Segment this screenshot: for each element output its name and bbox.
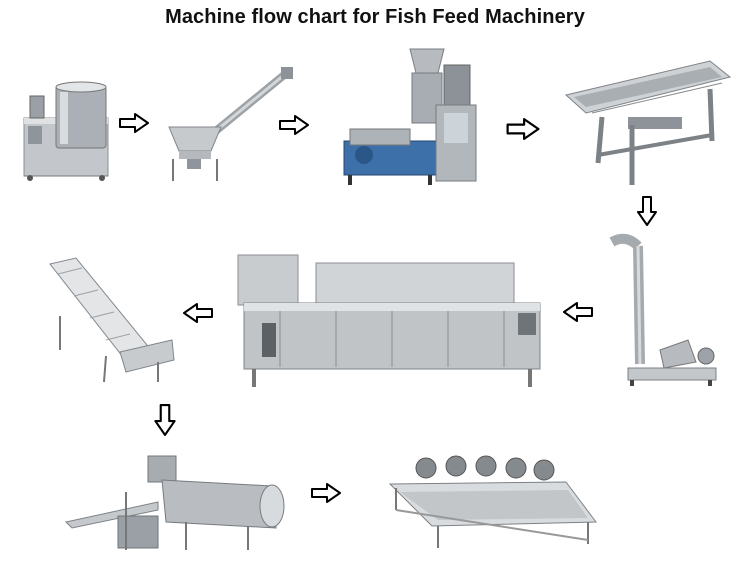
flow-arrow-left [181, 303, 215, 323]
cooling-conveyor-icon [388, 455, 597, 548]
coating-drum-machine [62, 452, 288, 554]
screw-conveyor-icon [168, 67, 293, 181]
flow-arrow-down [153, 404, 177, 436]
dryer-machine [232, 247, 546, 389]
screw-conveyor-machine [165, 65, 295, 183]
vibrating-screen-icon [564, 60, 732, 185]
cooling-conveyor-machine [382, 452, 604, 552]
flow-arrow-right [503, 118, 543, 140]
dryer-icon [237, 254, 541, 387]
extruder-icon [343, 48, 477, 185]
extruder-machine [340, 45, 490, 187]
flow-arrow-right [119, 113, 149, 133]
flow-arrow-right [278, 115, 310, 135]
flow-arrow-left [563, 302, 593, 322]
mixer-machine [20, 78, 112, 182]
hoist-machine [604, 232, 720, 388]
coating-drum-icon [64, 455, 285, 550]
elevator-conveyor-icon [49, 257, 175, 383]
vibrating-screen-machine [562, 55, 734, 189]
mixer-icon [23, 81, 109, 181]
flow-arrow-right [311, 483, 341, 503]
hoist-icon [609, 233, 717, 386]
flow-arrow-down [636, 196, 658, 226]
elevator-conveyor-machine [46, 256, 178, 386]
page-title: Machine flow chart for Fish Feed Machine… [165, 6, 585, 28]
